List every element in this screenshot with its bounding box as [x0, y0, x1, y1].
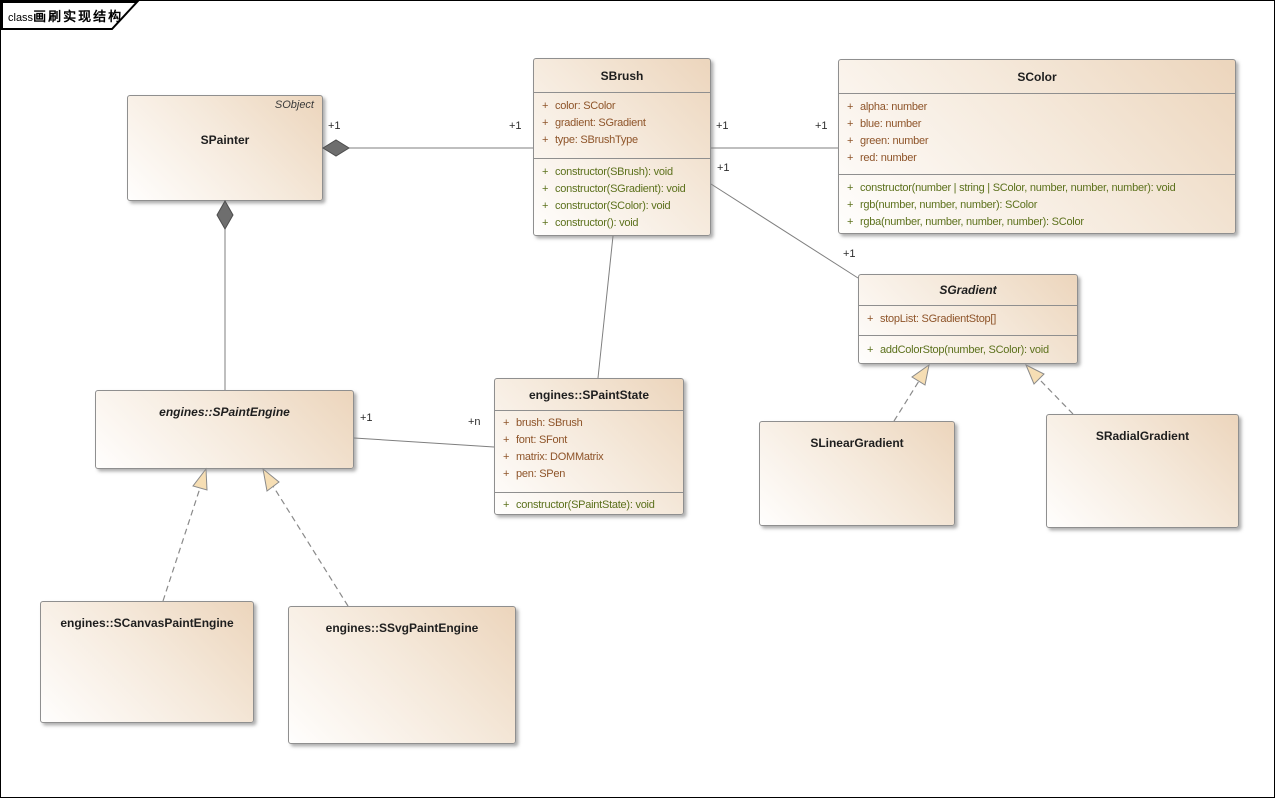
attribute-row[interactable]: +green: number — [847, 135, 929, 147]
operation-row[interactable]: +constructor(SBrush): void — [542, 166, 673, 178]
attribute-row[interactable]: +matrix: DOMMatrix — [503, 451, 604, 463]
frame-tab-shape — [1, 1, 140, 30]
class-name: SColor — [1017, 69, 1057, 84]
realization-sradialgradient-sgradient[interactable] — [1038, 378, 1074, 415]
association-spaintengine-spaintstate[interactable] — [353, 437, 495, 448]
operations-compartment: +addColorStop(number, SColor): void — [859, 335, 1077, 363]
attribute-row[interactable]: +stopList: SGradientStop[] — [867, 313, 997, 325]
operation-row[interactable]: +constructor(number | string | SColor, n… — [847, 182, 1176, 194]
composition-diamond-icon — [216, 199, 234, 231]
class-name: engines::SPaintState — [528, 387, 650, 402]
attribute-row[interactable]: +pen: SPen — [503, 468, 566, 480]
operation-row[interactable]: +constructor(SColor): void — [542, 200, 671, 212]
class-sgradient[interactable]: SGradient +stopList: SGradientStop[] +ad… — [858, 274, 1078, 364]
class-spainter[interactable]: SObject SPainter — [127, 95, 323, 201]
multiplicity-label: +1 — [360, 412, 373, 424]
generalization-arrow-icon — [262, 467, 280, 492]
attributes-compartment: +brush: SBrush +font: SFont +matrix: DOM… — [495, 410, 683, 492]
operation-row[interactable]: +constructor(): void — [542, 217, 639, 229]
realization-scanvaspaintengine-spaintengine[interactable] — [162, 487, 201, 602]
association-sbrush-spaintstate[interactable] — [597, 235, 614, 379]
realization-slineargradient-sgradient[interactable] — [893, 380, 920, 422]
frame-tab-text: class画刷实现结构 — [8, 6, 123, 26]
class-spaintengine[interactable]: engines::SPaintEngine — [95, 390, 354, 469]
diagram-title: 画刷实现结构 — [33, 9, 124, 24]
composition-diamond-icon — [322, 139, 350, 157]
class-scanvaspaintengine[interactable]: engines::SCanvasPaintEngine — [40, 601, 254, 723]
attribute-row[interactable]: +red: number — [847, 152, 917, 164]
attribute-row[interactable]: +brush: SBrush — [503, 417, 583, 429]
generalization-arrow-icon — [911, 363, 930, 386]
operations-compartment: +constructor(SBrush): void +constructor(… — [534, 158, 710, 236]
class-sradialgradient[interactable]: SRadialGradient — [1046, 414, 1239, 528]
class-name: SBrush — [600, 68, 644, 83]
multiplicity-label: +1 — [509, 120, 522, 132]
attribute-row[interactable]: +alpha: number — [847, 101, 928, 113]
multiplicity-label: +1 — [843, 248, 856, 260]
class-name: SPainter — [200, 133, 250, 147]
multiplicity-label: +1 — [716, 120, 729, 132]
association-sbrush-sgradient[interactable] — [710, 183, 859, 279]
multiplicity-label: +1 — [815, 120, 828, 132]
generalization-arrow-icon — [192, 467, 208, 491]
class-name: engines::SSvgPaintEngine — [325, 621, 479, 635]
operation-row[interactable]: +constructor(SPaintState): void — [503, 499, 655, 511]
operation-row[interactable]: +rgb(number, number, number): SColor — [847, 199, 1038, 211]
class-name: engines::SCanvasPaintEngine — [60, 616, 234, 630]
attribute-row[interactable]: +type: SBrushType — [542, 134, 638, 146]
class-ssvgpaintengine[interactable]: engines::SSvgPaintEngine — [288, 606, 516, 744]
stereotype-label: SObject — [274, 99, 314, 111]
attribute-row[interactable]: +blue: number — [847, 118, 922, 130]
attribute-row[interactable]: +gradient: SGradient — [542, 117, 646, 129]
multiplicity-label: +1 — [717, 162, 730, 174]
class-name: engines::SPaintEngine — [159, 405, 290, 419]
class-spaintstate[interactable]: engines::SPaintState +brush: SBrush +fon… — [494, 378, 684, 515]
realization-ssvgpaintengine-spaintengine[interactable] — [272, 485, 349, 607]
operation-row[interactable]: +rgba(number, number, number, number): S… — [847, 216, 1084, 228]
attribute-row[interactable]: +font: SFont — [503, 434, 568, 446]
attributes-compartment: +alpha: number +blue: number +green: num… — [839, 93, 1235, 174]
class-name: SGradient — [939, 283, 997, 297]
generalization-arrow-icon — [1025, 363, 1045, 385]
operations-compartment: +constructor(number | string | SColor, n… — [839, 174, 1235, 233]
class-slineargradient[interactable]: SLinearGradient — [759, 421, 955, 526]
attributes-compartment: +color: SColor +gradient: SGradient +typ… — [534, 92, 710, 158]
attribute-row[interactable]: +color: SColor — [542, 100, 616, 112]
class-name: SLinearGradient — [810, 436, 904, 450]
diagram-frame-tab: class画刷实现结构 — [1, 1, 151, 33]
operation-row[interactable]: +constructor(SGradient): void — [542, 183, 686, 195]
multiplicity-label: +1 — [328, 120, 341, 132]
frame-kind-label: class — [8, 12, 34, 24]
class-name: SRadialGradient — [1095, 429, 1190, 443]
class-sbrush[interactable]: SBrush +color: SColor +gradient: SGradie… — [533, 58, 711, 236]
class-scolor[interactable]: SColor +alpha: number +blue: number +gre… — [838, 59, 1236, 234]
attributes-compartment: +stopList: SGradientStop[] — [859, 305, 1077, 335]
operations-compartment: +constructor(SPaintState): void — [495, 492, 683, 514]
multiplicity-label: +n — [468, 416, 481, 428]
operation-row[interactable]: +addColorStop(number, SColor): void — [867, 344, 1049, 356]
